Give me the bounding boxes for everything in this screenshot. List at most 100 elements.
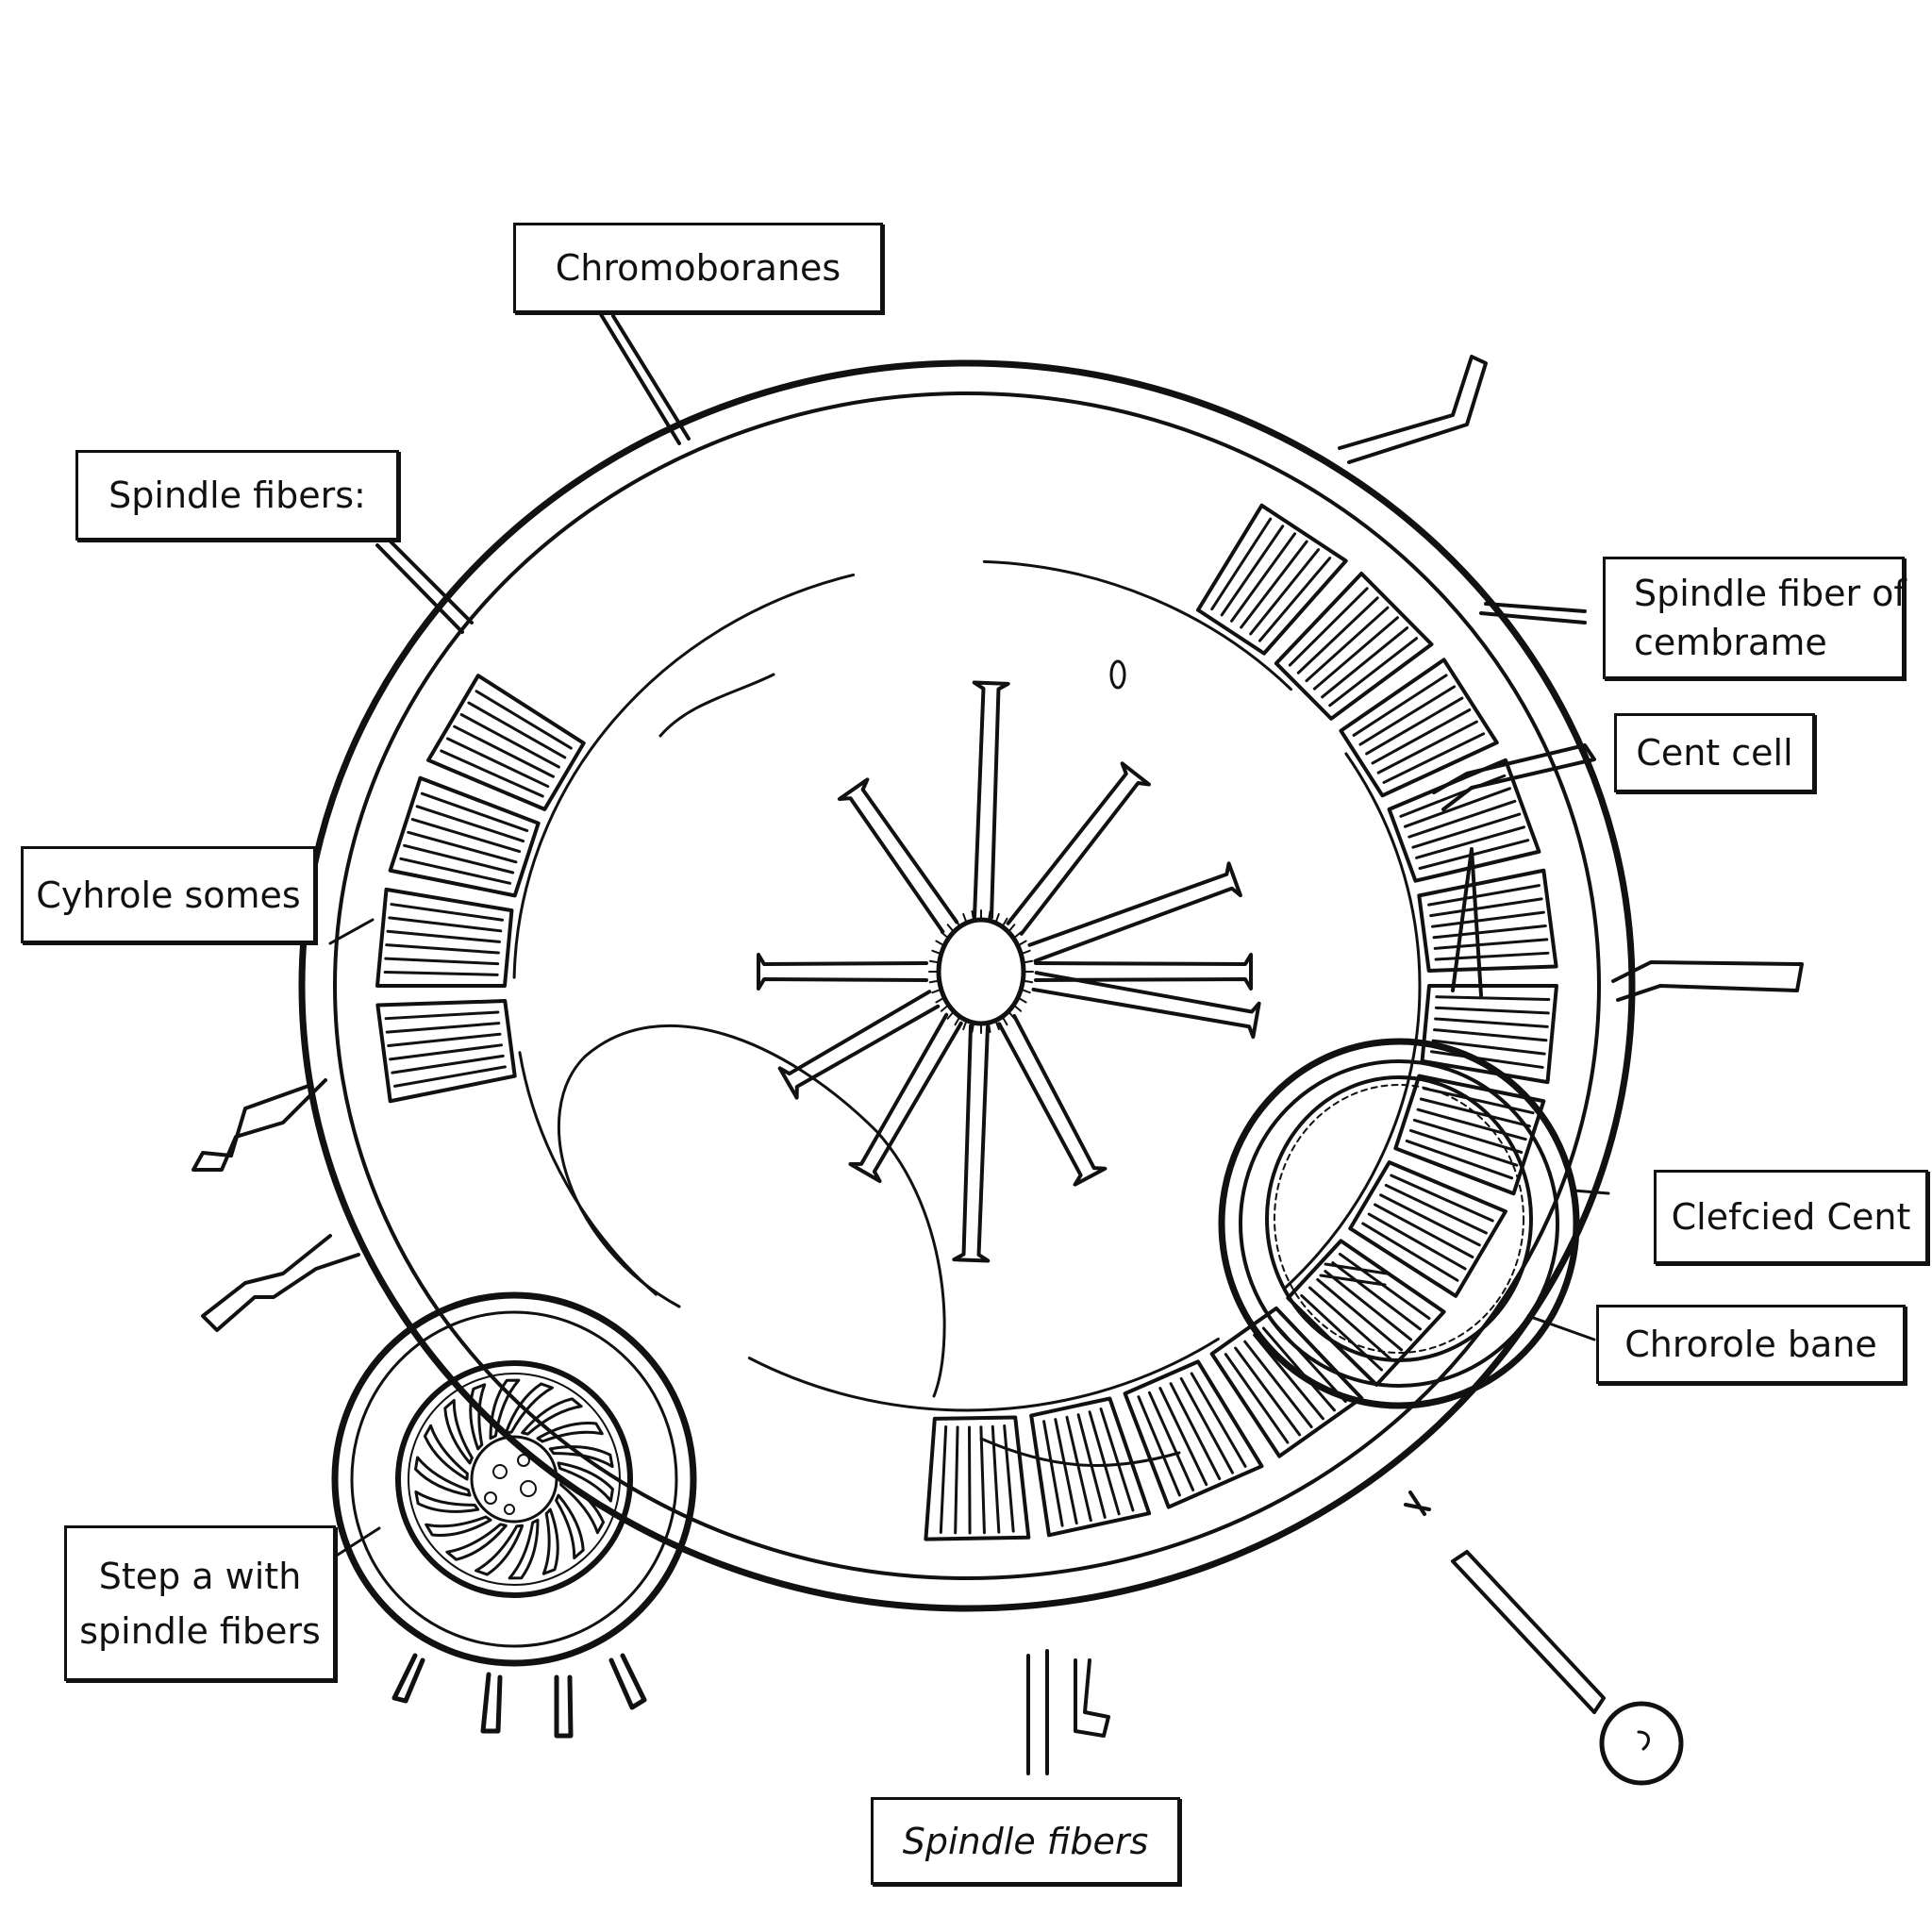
chromosome-block: [375, 887, 514, 988]
aster-ray: [848, 1012, 963, 1184]
block-stripe: [410, 818, 522, 854]
aster-ray: [777, 990, 941, 1100]
block-stripe: [1403, 787, 1511, 828]
block-stripe: [1411, 812, 1522, 849]
block-stripe: [1137, 1395, 1181, 1497]
label-step-a-with-line1: Step a with: [98, 1555, 302, 1597]
block-stripe: [1321, 626, 1409, 699]
centriole-blade: [504, 1382, 554, 1435]
centrosome-tick: [1008, 1011, 1016, 1020]
block-stripe: [391, 1054, 505, 1074]
block-stripe: [1234, 1346, 1302, 1437]
centriole-blade: [469, 1383, 487, 1451]
block-stripe: [1358, 685, 1457, 746]
centrosome-tick: [928, 979, 939, 984]
block-stripe: [979, 1425, 986, 1535]
block-stripe: [1065, 1415, 1092, 1523]
inner-cell-membrane: [333, 391, 1601, 1580]
block-stripe: [1307, 1286, 1393, 1362]
centriole-blade: [521, 1397, 583, 1436]
chromatin-arc: [658, 673, 775, 738]
aster-ray: [997, 1013, 1108, 1187]
block-stripe: [1365, 696, 1464, 756]
block-stripe: [1405, 1139, 1514, 1180]
chromosome-block: [1387, 758, 1541, 883]
block-stripe: [399, 857, 512, 885]
block-stripe: [1371, 708, 1472, 765]
centrosome-tick: [954, 1017, 960, 1026]
block-stripe: [1042, 1420, 1064, 1527]
block-stripe: [1158, 1387, 1208, 1487]
block-stripe: [475, 690, 573, 750]
block-stripe: [1418, 839, 1530, 870]
block-stripe: [384, 1010, 500, 1021]
block-stripe: [453, 724, 555, 778]
centrosome-tick: [1002, 1017, 1008, 1026]
centriole-blade: [443, 1399, 474, 1465]
label-step-a-with-line2: spindle fibers: [79, 1609, 321, 1652]
block-stripe: [1296, 596, 1379, 675]
block-stripe: [384, 957, 500, 966]
centrosome-tick: [1014, 1005, 1023, 1012]
label-spindle-fiber-of-membrane-line2: cembrame: [1634, 622, 1827, 663]
aster-ray: [757, 953, 928, 991]
centrosome-tick: [1022, 949, 1031, 955]
block-stripe: [1429, 897, 1543, 918]
block-stripe: [1415, 825, 1525, 859]
centriole-blade: [489, 1378, 521, 1441]
label-spindle-fibers-top: Spindle fibers:: [75, 450, 399, 541]
block-stripe: [1288, 587, 1369, 667]
block-stripe: [1352, 674, 1448, 737]
block-stripe: [440, 749, 544, 798]
chromosome-block: [1420, 984, 1558, 1085]
block-stripe: [389, 1043, 504, 1061]
label-chromoboranes: Chromoboranes: [513, 223, 883, 313]
chromosome-block: [388, 775, 541, 898]
centrosome-tick: [995, 912, 1000, 923]
block-stripe: [1224, 1353, 1290, 1444]
centrosome-tick: [935, 997, 944, 1004]
block-stripe: [1003, 1424, 1015, 1533]
block-stripe: [1249, 548, 1321, 636]
block-stripe: [1416, 1108, 1527, 1141]
block-stripe: [1147, 1391, 1195, 1491]
block-stripe: [1431, 1039, 1546, 1056]
centriole-blade: [536, 1422, 604, 1443]
chromosome-block: [924, 1415, 1031, 1541]
centriole-blade: [425, 1515, 492, 1537]
centrosome-tick: [1018, 940, 1027, 946]
centriole-blade: [414, 1456, 472, 1497]
centriole-blade: [508, 1518, 540, 1580]
label-spindle-fiber-of-membrane: Spindle fiber of cembrame: [1603, 557, 1907, 679]
block-stripe: [1374, 1203, 1474, 1258]
aster-ray: [952, 1024, 991, 1263]
block-stripe: [1430, 910, 1545, 928]
centrosome: [936, 917, 1026, 1026]
centriole-blade: [559, 1477, 606, 1535]
block-stripe: [1422, 1087, 1535, 1115]
centrosome-tick: [940, 931, 948, 939]
centrosome-tick: [931, 989, 941, 994]
right-centriole: [1218, 847, 1580, 1409]
small-vesicle: [1109, 659, 1126, 690]
centrosome-tick: [988, 1024, 991, 1034]
centriole-blade: [557, 1461, 614, 1503]
block-stripe: [420, 791, 529, 833]
block-stripe: [1435, 995, 1551, 1001]
block-stripe: [1312, 616, 1399, 691]
centrosome-tick: [962, 912, 967, 923]
aster-ray: [1031, 971, 1261, 1040]
block-stripe: [1434, 1006, 1550, 1015]
block-stripe: [1210, 517, 1273, 611]
centriole-blade: [423, 1424, 469, 1481]
aster-ray: [1027, 861, 1242, 963]
centrosome-tick: [1018, 997, 1027, 1004]
block-stripe: [1427, 884, 1541, 907]
chromosome-block: [1348, 1160, 1507, 1298]
block-stripe: [1243, 1340, 1313, 1429]
block-stripe: [1054, 1418, 1078, 1525]
block-stripe: [386, 929, 501, 943]
chromosome-block: [1029, 1396, 1152, 1538]
chromosome-block: [1417, 868, 1558, 973]
